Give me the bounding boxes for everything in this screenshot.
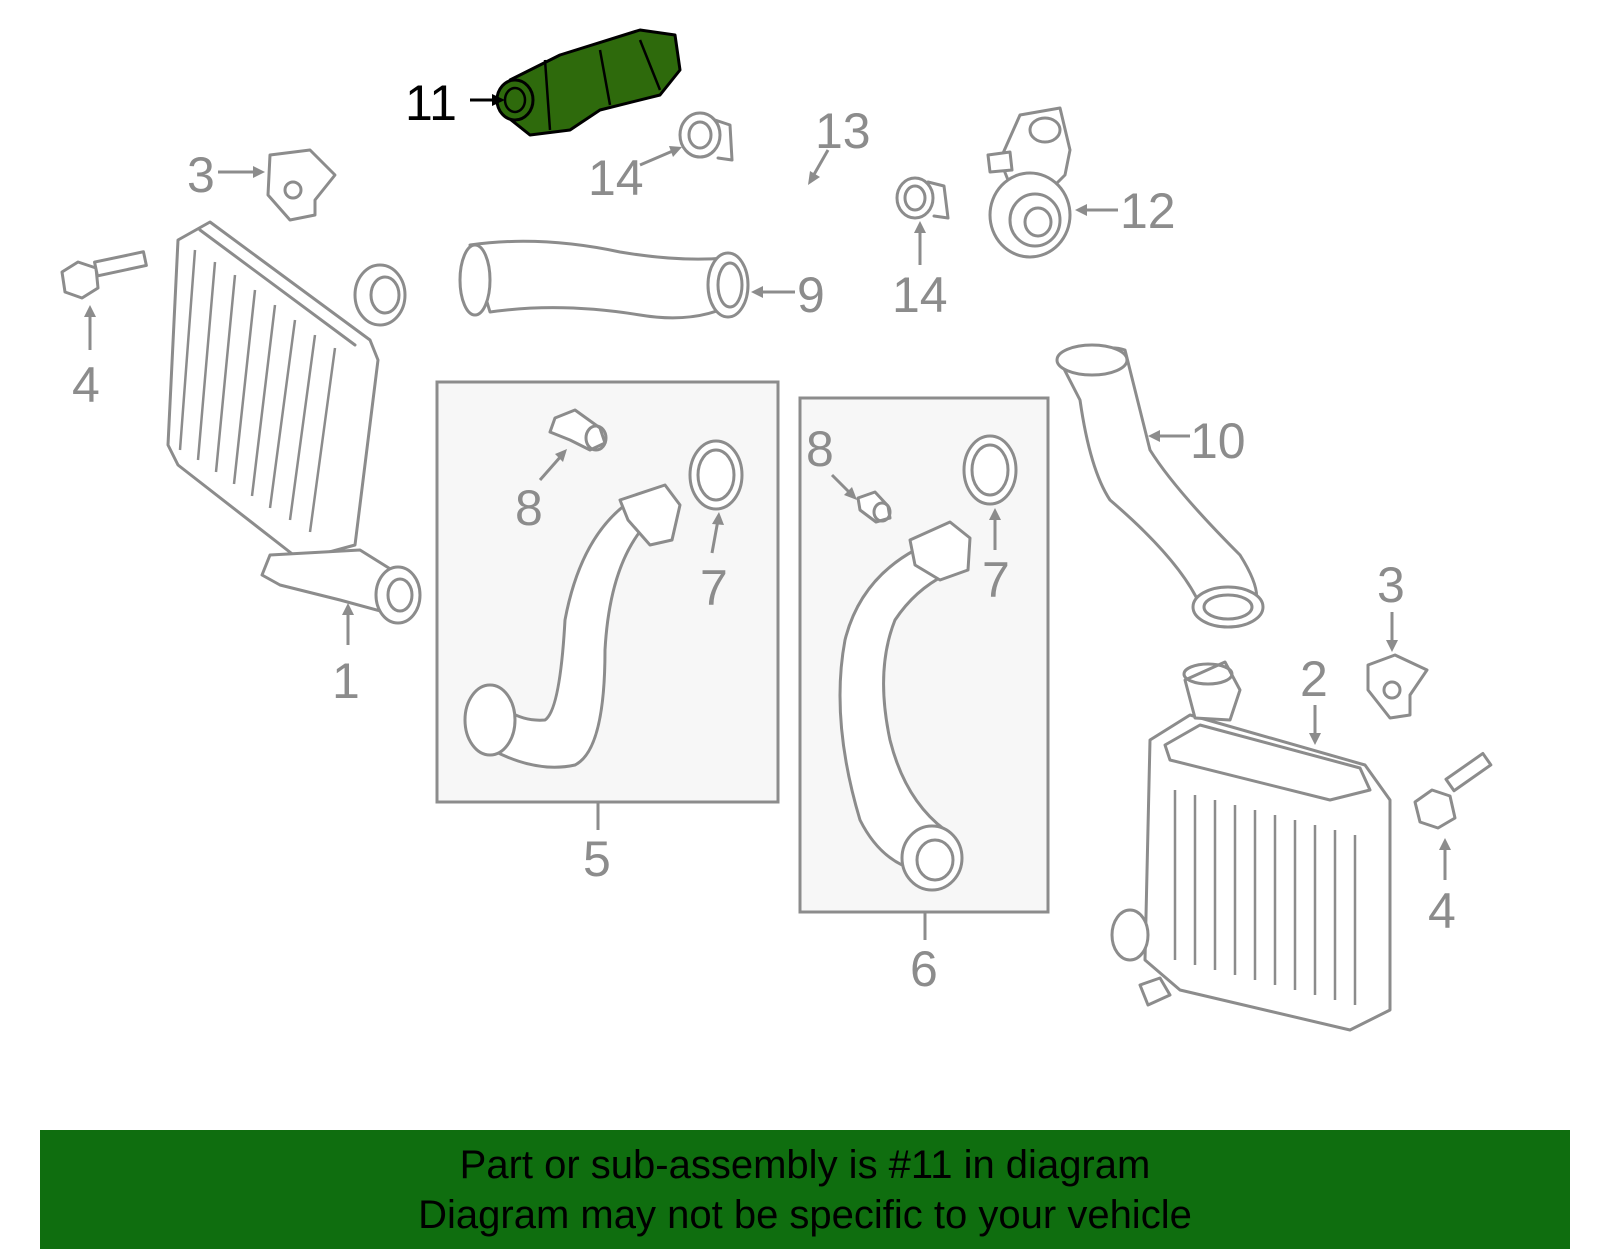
banner-line-1: Part or sub-assembly is #11 in diagram (459, 1143, 1151, 1187)
arrowhead-12 (1075, 204, 1087, 216)
parts-diagram: 11 3 4 1 14 13 (60, 28, 1493, 1032)
callout-1[interactable]: 1 (332, 653, 360, 709)
arrowhead-9 (751, 286, 763, 298)
part-3-bracket-left[interactable] (266, 148, 337, 222)
part-3-bracket-right[interactable] (1366, 653, 1429, 720)
callout-10[interactable]: 10 (1190, 413, 1246, 469)
part-10-pipe[interactable] (1055, 343, 1265, 629)
part-11-highlighted[interactable] (495, 28, 682, 137)
part-4-bolt-left[interactable] (60, 250, 148, 300)
part-2-intercooler-right[interactable] (1110, 660, 1392, 1032)
arrowhead-4a (84, 305, 96, 317)
leader-8a (538, 454, 564, 481)
arrowhead-8a (555, 449, 567, 462)
arrowhead-14b (914, 221, 926, 233)
arrowhead-1 (342, 603, 354, 615)
arrowhead-3b (1386, 640, 1398, 652)
callout-5[interactable]: 5 (583, 831, 611, 887)
arrowhead-7a (712, 512, 724, 525)
callout-8b[interactable]: 8 (806, 421, 834, 477)
leader-13 (810, 149, 830, 179)
leader-7a (710, 519, 720, 554)
part-9-pipe[interactable] (458, 239, 750, 320)
part-6-hose[interactable] (838, 520, 972, 892)
callout-4a[interactable]: 4 (72, 357, 100, 413)
part-1-intercooler-left[interactable] (166, 220, 422, 625)
callout-7b[interactable]: 7 (982, 552, 1010, 608)
callout-6[interactable]: 6 (910, 941, 938, 997)
part-5-hose[interactable] (463, 483, 682, 769)
part-13-hose-inner (752, 152, 856, 220)
arrowhead-7b (989, 508, 1001, 520)
callout-4b[interactable]: 4 (1428, 883, 1456, 939)
part-8-sensor-b[interactable] (856, 490, 892, 524)
leader-14a (639, 148, 676, 167)
part-14-clamp-top[interactable] (678, 111, 734, 162)
arrowhead-14a (669, 146, 682, 157)
arrowhead-8b (844, 487, 857, 500)
arrowhead-4b (1439, 838, 1451, 850)
callout-8a[interactable]: 8 (515, 480, 543, 536)
callout-14a[interactable]: 14 (588, 150, 644, 206)
arrowhead-2 (1309, 733, 1321, 745)
callout-11[interactable]: 11 (405, 75, 457, 131)
callout-13[interactable]: 13 (815, 103, 871, 159)
info-banner: Part or sub-assembly is #11 in diagram D… (40, 1130, 1570, 1249)
callout-2[interactable]: 2 (1300, 651, 1328, 707)
callout-14b[interactable]: 14 (892, 267, 948, 323)
arrowhead-3a (253, 166, 265, 178)
arrowhead-10 (1148, 430, 1160, 442)
callout-9[interactable]: 9 (797, 267, 825, 323)
arrowhead-11 (492, 94, 505, 106)
arrowhead-13 (808, 171, 820, 185)
callout-3a[interactable]: 3 (187, 147, 215, 203)
callout-12[interactable]: 12 (1120, 183, 1176, 239)
part-8-sensor-a[interactable] (548, 408, 608, 452)
part-7-seal-b[interactable] (962, 434, 1018, 506)
part-14-clamp-right[interactable] (895, 176, 950, 220)
part-4-bolt-right[interactable] (1413, 751, 1493, 830)
part-7-seal-a[interactable] (688, 439, 744, 511)
callout-3b[interactable]: 3 (1377, 557, 1405, 613)
callout-7a[interactable]: 7 (700, 560, 728, 616)
part-12-housing[interactable] (986, 106, 1072, 259)
banner-line-2: Diagram may not be specific to your vehi… (418, 1193, 1192, 1237)
